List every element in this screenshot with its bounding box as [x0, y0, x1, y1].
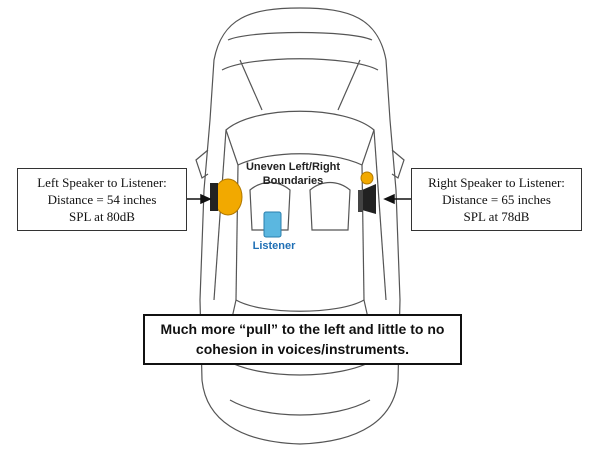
right-speaker [358, 171, 376, 214]
boundary-label-line-2: Boundaries [262, 175, 324, 187]
right-speaker-callout: Right Speaker to Listener: Distance = 65… [411, 168, 582, 231]
left-speaker-callout: Left Speaker to Listener: Distance = 54 … [17, 168, 187, 231]
summary-line-1: Much more “pull” to the left and little … [160, 321, 445, 337]
uneven-boundaries-label: Uneven Left/Right Boundaries [238, 160, 348, 188]
left-callout-spl: SPL at 80dB [69, 209, 135, 224]
left-speaker [210, 178, 243, 216]
right-callout-distance: Distance = 65 inches [442, 192, 551, 207]
right-arrow [383, 193, 411, 205]
boundary-label-line-1: Uneven Left/Right [245, 161, 341, 173]
summary-box: Much more “pull” to the left and little … [143, 314, 462, 365]
right-callout-title: Right Speaker to Listener: [428, 175, 565, 190]
left-callout-title: Left Speaker to Listener: [37, 175, 167, 190]
listener-label: Listener [252, 240, 296, 252]
left-arrow [187, 193, 212, 205]
listener-marker [263, 211, 282, 238]
right-callout-spl: SPL at 78dB [463, 209, 530, 224]
left-callout-distance: Distance = 54 inches [47, 192, 157, 207]
car-outline [195, 7, 405, 445]
summary-line-2: cohesion in voices/instruments. [195, 341, 410, 357]
